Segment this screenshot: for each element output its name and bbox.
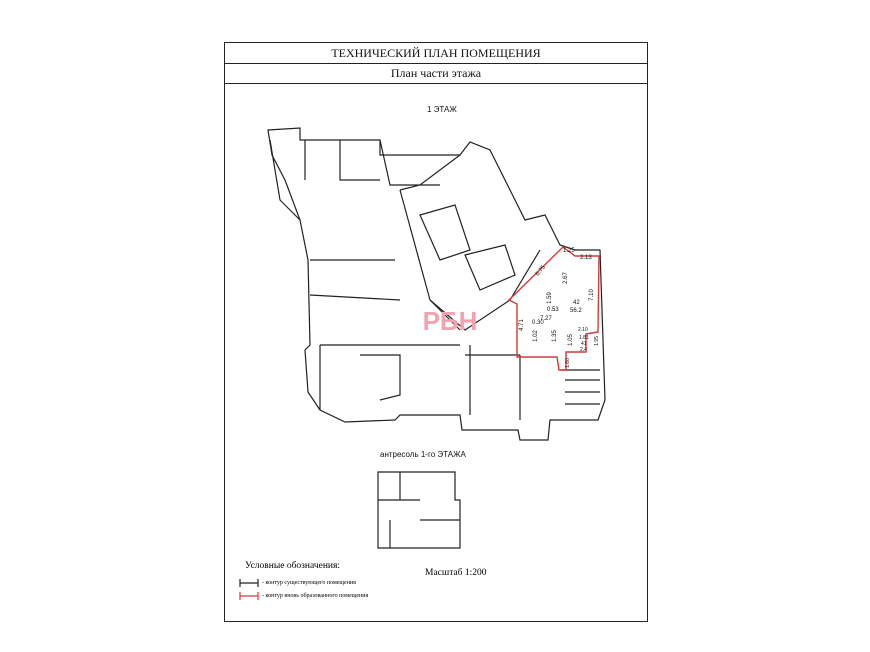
dimension-label: 2.67	[562, 272, 569, 284]
legend-existing: - контур существующего помещения	[262, 580, 356, 586]
dimension-label: 4.71	[518, 319, 525, 331]
document-frame: ТЕХНИЧЕСКИЙ ПЛАН ПОМЕЩЕНИЯ План части эт…	[224, 42, 648, 622]
dimension-label: 42	[573, 300, 580, 306]
dimension-label: 7.10	[588, 289, 595, 301]
dimension-label: 2.10	[578, 327, 588, 333]
new-room-outline	[507, 246, 600, 371]
legend-symbols	[239, 579, 259, 600]
mezzanine-plan	[377, 471, 461, 549]
dimension-label: 1.59	[546, 292, 553, 304]
document-title: ТЕХНИЧЕСКИЙ ПЛАН ПОМЕЩЕНИЯ	[225, 43, 647, 64]
mezzanine-label: антресоль 1-го ЭТАЖА	[380, 450, 466, 459]
document-subtitle: План части этажа	[225, 63, 647, 84]
existing-walls	[267, 127, 606, 441]
legend-title: Условные обозначения:	[245, 561, 341, 571]
dimension-label: 1.95	[593, 336, 600, 346]
dimension-label: 1.05	[567, 334, 574, 346]
watermark-logo: РБН	[423, 306, 478, 336]
dimension-label: 1.25	[563, 248, 575, 254]
dimension-label: 1.35	[551, 330, 558, 342]
dimension-label: 41	[581, 341, 587, 347]
dimension-label: 7.27	[540, 316, 552, 322]
dimension-label: 56.2	[570, 308, 582, 314]
dimension-label: 1.81	[579, 335, 589, 341]
dimension-label: 2.13	[580, 255, 592, 261]
floor-label: 1 ЭТАЖ	[427, 105, 457, 114]
dimension-label: 2.4	[580, 347, 587, 353]
dimension-label: 1.02	[532, 330, 539, 342]
dimension-label: 0.30	[532, 320, 544, 326]
scale-label: Масштаб 1:200	[425, 568, 487, 578]
legend-new: - контур вновь образованного помещения	[262, 593, 369, 599]
dimension-label: 1.60	[564, 358, 571, 368]
dimension-label: 0.53	[547, 307, 559, 313]
